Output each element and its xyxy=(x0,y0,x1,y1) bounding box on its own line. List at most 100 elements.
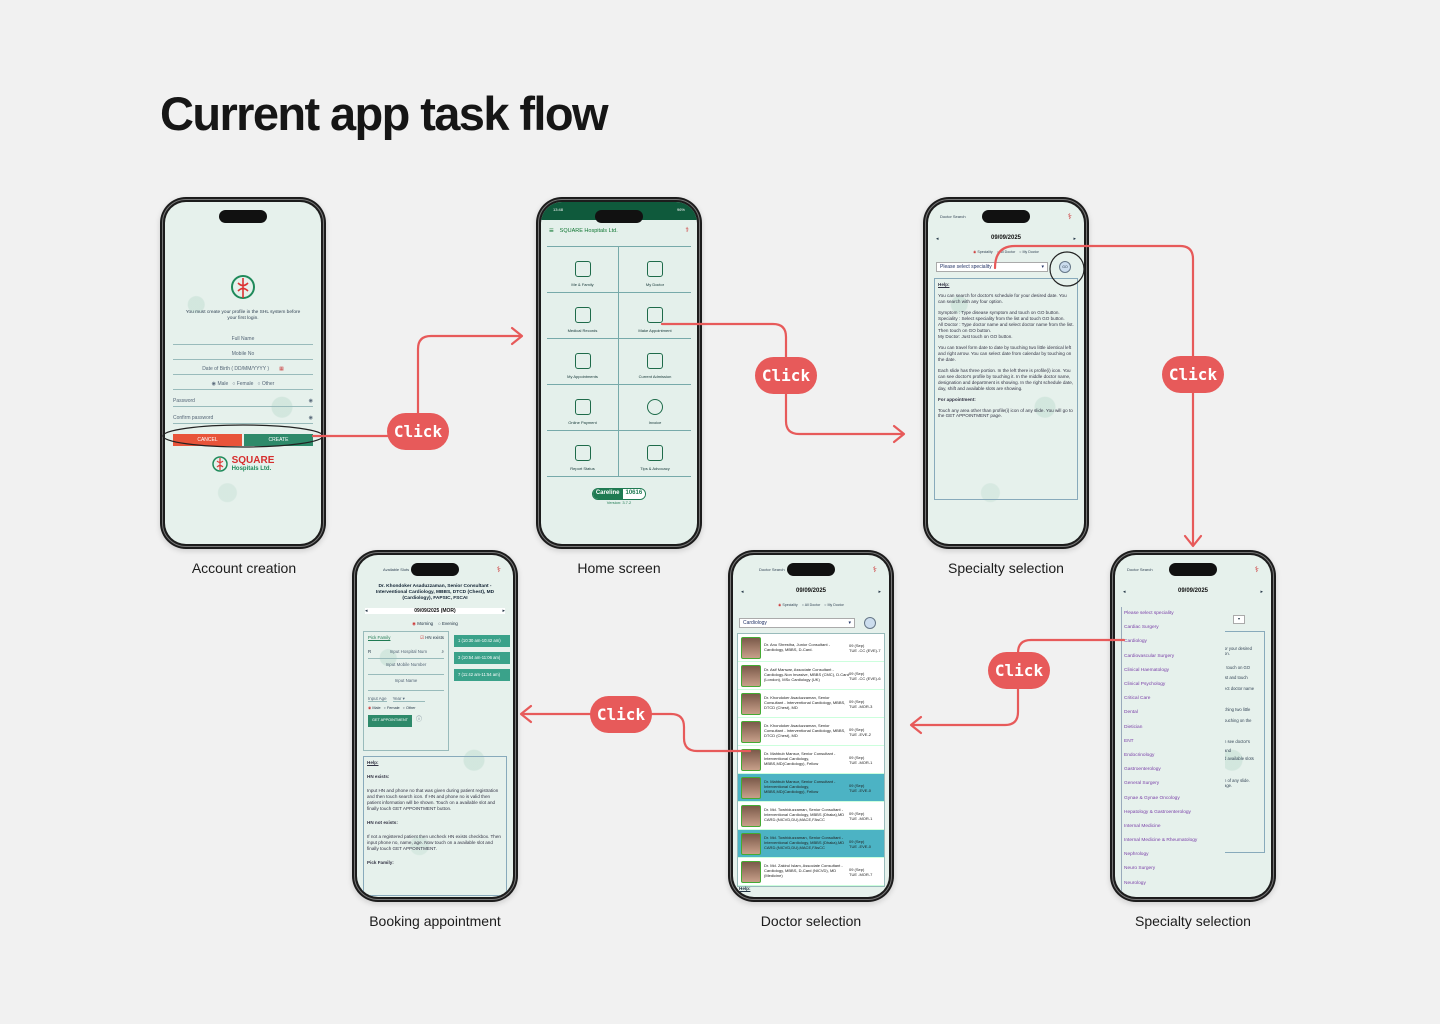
menu-icon[interactable]: ≡ xyxy=(549,226,554,235)
dob-field[interactable]: Date of Birth ( DD/MM/YYYY ) ▦ xyxy=(173,360,313,375)
speciality-option[interactable]: Cardiology xyxy=(1124,639,1147,645)
next-date-arrow[interactable]: ▸ xyxy=(878,588,881,595)
tile-medical-records[interactable]: Medical Records xyxy=(547,293,619,339)
cancel-button[interactable]: CANCEL xyxy=(173,434,242,446)
search-icon[interactable]: ⌕ xyxy=(441,648,444,654)
radio-evening[interactable]: ○ Evening xyxy=(438,621,458,626)
radio-male[interactable]: ◉ Male xyxy=(368,706,381,710)
doctor-row[interactable]: Dr. Khondoker Asaduzzaman, Senior Consul… xyxy=(738,718,884,746)
doctor-photo[interactable] xyxy=(741,664,761,687)
doctor-row[interactable]: Dr. Md. Zakirul Islam, Associate Consult… xyxy=(738,858,884,886)
full-name-field[interactable]: Full Name xyxy=(173,330,313,345)
radio-male[interactable]: ◉ Male xyxy=(211,380,229,387)
radio-speciality[interactable]: ◉ Speciality xyxy=(778,603,798,607)
next-date-arrow[interactable]: ▸ xyxy=(1260,588,1263,595)
speciality-option[interactable]: Cardiac Surgery xyxy=(1124,625,1159,631)
radio-other[interactable]: ○ Other xyxy=(402,706,416,710)
eye-icon[interactable]: ◉ xyxy=(308,414,313,421)
go-button[interactable]: GO xyxy=(1059,261,1071,273)
tile-make-appointment[interactable]: Make Appointment xyxy=(619,293,691,339)
mobile-input[interactable]: Input Mobile Number xyxy=(368,662,444,675)
age-input[interactable]: Input Age xyxy=(368,695,387,702)
dropdown-caret[interactable]: ▾ xyxy=(1233,615,1245,624)
speciality-option[interactable]: Neuro Surgery xyxy=(1124,866,1156,872)
doctor-row[interactable]: Dr. Khondoker Asaduzzaman, Senior Consul… xyxy=(738,690,884,718)
speciality-option[interactable]: Clinical Psychology xyxy=(1124,682,1166,688)
doctor-row[interactable]: Dr. Asif Manwar, Associate Consultant - … xyxy=(738,662,884,690)
tile-me-family[interactable]: Me & Family xyxy=(547,247,619,293)
speciality-option[interactable]: Clinical Haematology xyxy=(1124,667,1170,673)
radio-female[interactable]: ○ Female xyxy=(383,706,400,710)
doctor-row[interactable]: Dr. Md. Towhiduzzaman, Senior Consultant… xyxy=(738,830,884,858)
doctor-row[interactable]: Dr. Mahbub Mansur, Senior Consultant - I… xyxy=(738,774,884,802)
info-icon[interactable]: ⓘ xyxy=(416,716,423,723)
radio-female[interactable]: ○ Female xyxy=(232,380,254,387)
tile-my-doctor[interactable]: My Doctor xyxy=(619,247,691,293)
pick-family-link[interactable]: Pick Family xyxy=(368,635,391,640)
radio-all-doctor[interactable]: ○ All Doctor xyxy=(801,603,821,607)
password-field[interactable]: Password◉ xyxy=(173,390,313,407)
go-button[interactable] xyxy=(864,617,876,629)
speciality-option[interactable]: Endocrinology xyxy=(1124,752,1155,758)
confirm-password-field[interactable]: Confirm password◉ xyxy=(173,407,313,424)
get-appointment-button[interactable]: GET APPOINTMENT xyxy=(368,714,413,727)
mobile-field[interactable]: Mobile No xyxy=(173,345,313,360)
radio-all-doctor[interactable]: ○ All Doctor xyxy=(996,250,1016,254)
doctor-row[interactable]: Dr. Md. Towhiduzzaman, Senior Consultant… xyxy=(738,802,884,830)
radio-morning[interactable]: ◉ Morning xyxy=(412,621,434,626)
tile-tips-advocacy[interactable]: Tips & Advocacy xyxy=(619,431,691,477)
doctor-photo[interactable] xyxy=(741,776,761,799)
doctor-photo[interactable] xyxy=(741,692,761,715)
doctor-photo[interactable] xyxy=(741,832,761,855)
doctor-photo[interactable] xyxy=(741,804,761,827)
speciality-option[interactable]: General Surgery xyxy=(1124,781,1160,787)
radio-other[interactable]: ○ Other xyxy=(257,380,275,387)
slot-item[interactable]: 1 (10:30 am-10:42 am) xyxy=(454,635,510,647)
radio-speciality[interactable]: ◉ Speciality xyxy=(973,250,993,254)
doctor-photo[interactable] xyxy=(741,720,761,743)
name-input[interactable]: Input Name xyxy=(368,678,444,691)
doctor-row[interactable]: Dr. Anu Shrestha, Junior Consultant - Ca… xyxy=(738,634,884,662)
doctor-photo[interactable] xyxy=(741,748,761,771)
speciality-option[interactable]: Nephrology xyxy=(1124,852,1149,858)
prev-date-arrow[interactable]: ◂ xyxy=(365,608,368,614)
tile-online-payment[interactable]: Online Payment xyxy=(547,385,619,431)
slot-item[interactable]: 7 (11:42 am-11:54 am) xyxy=(454,669,510,681)
slot-item[interactable]: 3 (10:54 am-11:06 am) xyxy=(454,652,510,664)
next-date-arrow[interactable]: ▸ xyxy=(1073,235,1076,242)
doctor-row[interactable]: Dr. Mahbub Mansur, Senior Consultant - I… xyxy=(738,746,884,774)
speciality-select[interactable]: Cardiology▾ xyxy=(739,618,855,628)
speciality-option[interactable]: Please select speciality xyxy=(1124,611,1174,617)
date-label[interactable]: 09/09/2025 xyxy=(990,235,1022,241)
doctor-photo[interactable] xyxy=(741,636,761,659)
tile-current-admission[interactable]: Current Admission xyxy=(619,339,691,385)
tile-invoice[interactable]: Invoice xyxy=(619,385,691,431)
create-button[interactable]: CREATE xyxy=(244,434,313,446)
prev-date-arrow[interactable]: ◂ xyxy=(936,235,939,242)
speciality-option[interactable]: Gynae & Gynae Oncology xyxy=(1124,795,1180,801)
speciality-option[interactable]: Cardiovascular Surgery xyxy=(1124,653,1175,659)
hn-exists-checkbox[interactable]: ☑ HN exists xyxy=(420,635,444,640)
prev-date-arrow[interactable]: ◂ xyxy=(741,588,744,595)
tile-report-status[interactable]: Report Status xyxy=(547,431,619,477)
speciality-select[interactable]: Please select speciality▾ xyxy=(936,262,1048,272)
careline-badge[interactable]: Careline 10616 xyxy=(541,488,697,500)
speciality-option[interactable]: Internal Medicine & Rheumatology xyxy=(1124,838,1198,844)
speciality-option[interactable]: ENT xyxy=(1124,738,1134,744)
date-label[interactable]: 09/09/2025 xyxy=(1177,588,1209,594)
speciality-option[interactable]: Dietician xyxy=(1124,724,1143,730)
year-select[interactable]: Year ▾ xyxy=(392,696,425,702)
doctor-photo[interactable] xyxy=(741,860,761,883)
date-label[interactable]: 09/09/2025 xyxy=(795,588,827,594)
speciality-option[interactable]: Neurology xyxy=(1124,880,1146,886)
speciality-option[interactable]: Critical Care xyxy=(1124,696,1151,702)
speciality-option[interactable]: Dental xyxy=(1124,710,1138,716)
date-label[interactable]: 09/09/2025 (MOR) xyxy=(414,608,456,614)
radio-my-doctor[interactable]: ○ My Doctor xyxy=(824,603,844,607)
eye-icon[interactable]: ◉ xyxy=(308,397,313,404)
prev-date-arrow[interactable]: ◂ xyxy=(1123,588,1126,595)
calendar-icon[interactable]: ▦ xyxy=(279,365,284,372)
tile-my-appointments[interactable]: My Appointments xyxy=(547,339,619,385)
hn-input[interactable]: R Input Hospital Num ⌕ xyxy=(368,646,444,659)
speciality-option[interactable]: Internal Medicine xyxy=(1124,823,1161,829)
